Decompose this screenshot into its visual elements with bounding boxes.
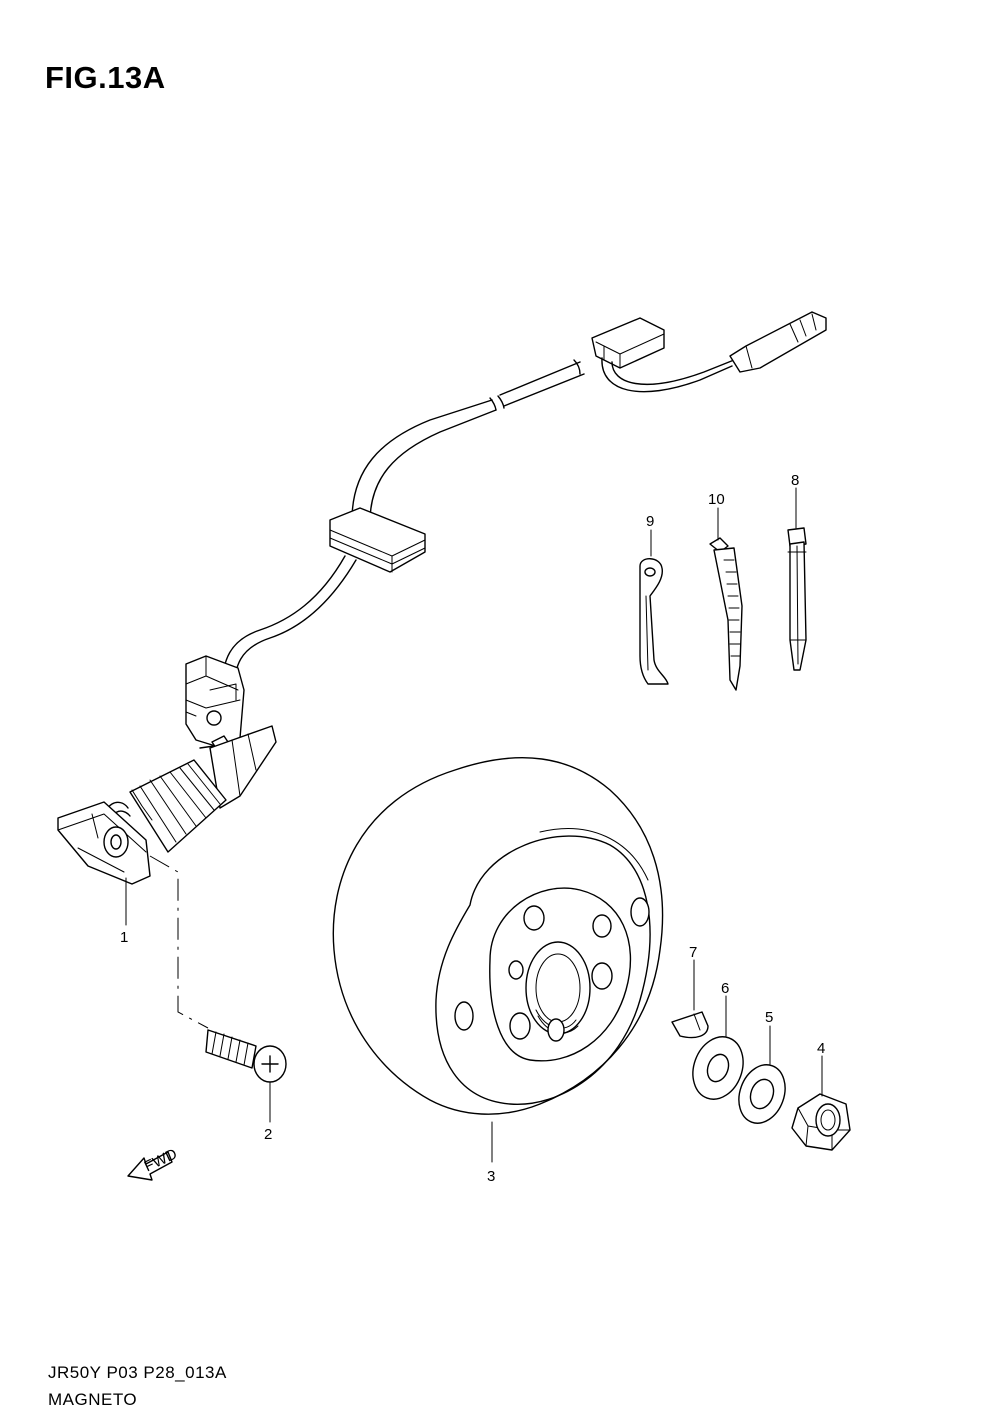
forward-direction-arrow: FWD [127, 1145, 180, 1181]
callout-3: 3 [487, 1168, 495, 1185]
stator-coil-assembly [57, 655, 277, 885]
callout-4: 4 [817, 1040, 825, 1057]
woodruff-key [671, 1011, 709, 1039]
centerline-screw [149, 855, 209, 1029]
wiring-band [787, 527, 807, 671]
callout-10: 10 [708, 491, 725, 508]
spring-washer [738, 1064, 786, 1124]
callout-5: 5 [765, 1009, 773, 1026]
figure-code: JR50Y P03 P28_013A [48, 1363, 227, 1382]
nut [791, 1093, 851, 1151]
callout-6: 6 [721, 980, 729, 997]
washer [692, 1036, 744, 1100]
figure-title: FIG.13A [45, 60, 166, 95]
screw [205, 1029, 287, 1083]
callout-9: 9 [646, 513, 654, 530]
cable-clamp [639, 558, 669, 685]
callout-7: 7 [689, 944, 697, 961]
flywheel-rotor [332, 757, 664, 1115]
wire-harness [221, 311, 827, 693]
callout-8: 8 [791, 472, 799, 489]
callout-2: 2 [264, 1126, 272, 1143]
callout-1: 1 [120, 929, 128, 946]
cable-tie [709, 537, 743, 691]
figure-name: MAGNETO [48, 1390, 138, 1409]
fwd-label: FWD [142, 1145, 180, 1175]
